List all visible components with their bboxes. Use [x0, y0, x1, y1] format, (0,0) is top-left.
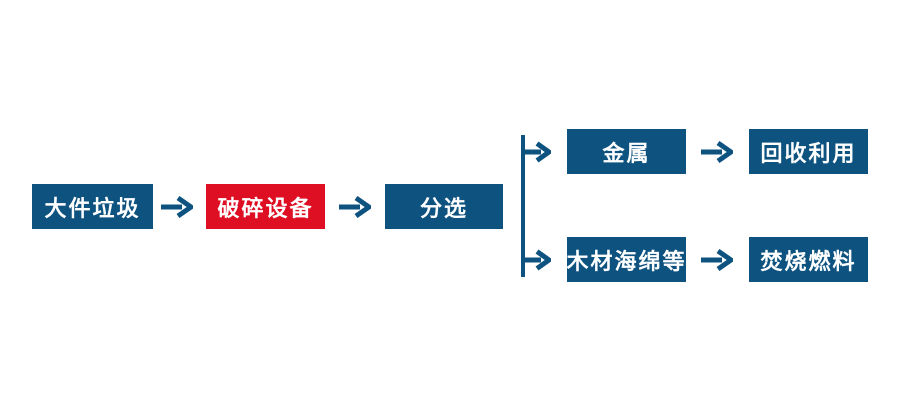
- arrow-right-icon: [339, 196, 371, 218]
- node-sorting: 分选: [385, 184, 503, 229]
- arrow-right-icon: [524, 141, 551, 163]
- node-recycling: 回收利用: [749, 129, 868, 174]
- node-crushing-equipment: 破碎设备: [206, 184, 325, 229]
- arrow-right-icon: [701, 141, 733, 163]
- branch-connector-line: [521, 135, 525, 277]
- node-bulky-waste: 大件垃圾: [32, 184, 153, 229]
- node-wood-sponge-etc: 木材海绵等: [567, 237, 686, 282]
- node-incineration-fuel: 焚烧燃料: [749, 237, 868, 282]
- arrow-right-icon: [161, 196, 193, 218]
- arrow-right-icon: [701, 249, 733, 271]
- arrow-right-icon: [524, 249, 551, 271]
- node-metal: 金属: [567, 129, 686, 174]
